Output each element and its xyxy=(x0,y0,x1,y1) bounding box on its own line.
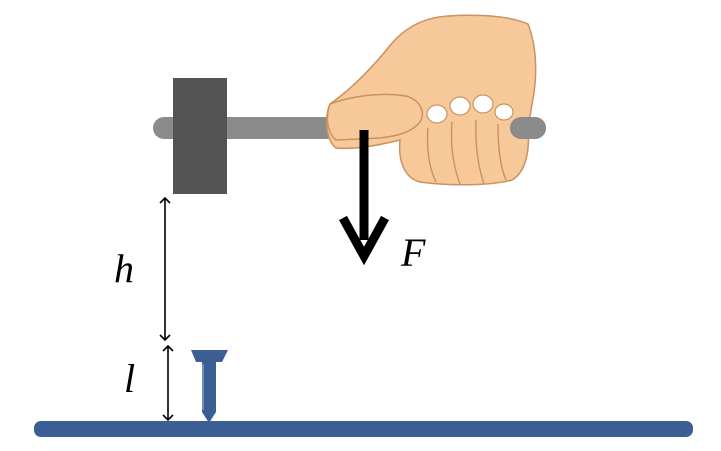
hand-icon xyxy=(325,14,537,186)
force-arrow-icon xyxy=(339,130,389,266)
hammer-head xyxy=(173,78,227,194)
nail xyxy=(191,350,228,423)
nail-length-label: l xyxy=(124,356,135,401)
board xyxy=(34,421,693,437)
height-label: h xyxy=(114,246,134,291)
handle-end xyxy=(510,117,546,139)
force-label: F xyxy=(400,230,426,275)
